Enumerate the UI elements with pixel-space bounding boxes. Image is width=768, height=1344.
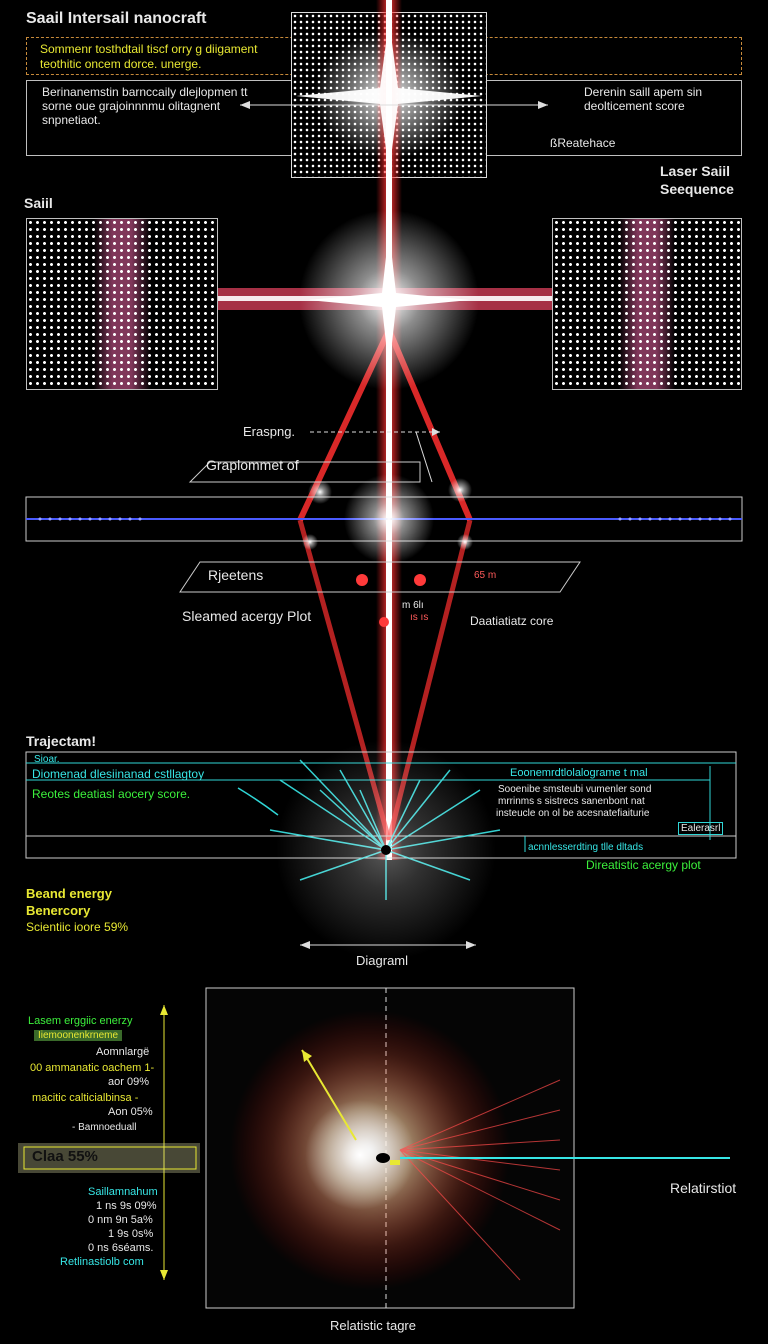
side-head: Lasem erggiic enerzy <box>28 1015 133 1027</box>
side-l2: 00 ammanatic oachem 1- <box>30 1062 155 1074</box>
energy-line-3: Scientiic ioore 59% <box>26 920 129 934</box>
side-hl-bar: Iiemoonenkrneme <box>34 1030 123 1041</box>
right-code-1: 65 m <box>474 570 497 581</box>
left-desc-3: snpnetiaot. <box>42 113 101 127</box>
right-desc-2: deolticement score <box>584 99 685 113</box>
sail-right-label-2: Seequence <box>660 181 734 197</box>
slean-plot-label: Sleamed acergy Plot <box>182 608 312 624</box>
trajectory-right-4: acnnlesserdting tlle dltads <box>528 842 644 853</box>
diagram-label: Diagraml <box>356 953 409 968</box>
side-l1: Aomnlargë <box>96 1046 150 1058</box>
side-c6: Retlinastiolb com <box>60 1256 144 1268</box>
sail-right-label-1: Laser Saiil <box>660 163 731 179</box>
side-c2: 1 ns 9s 09% <box>96 1200 157 1212</box>
side-c4: 1 9s 0s% <box>108 1228 154 1240</box>
right-sail-panel <box>552 218 742 390</box>
side-l6: - Bamnoeduall <box>72 1122 137 1133</box>
side-l3: aor 09% <box>108 1076 149 1088</box>
trajectory-right-badge: Ealerasrl <box>678 822 724 835</box>
trajectory-right-1: Sooenibe smsteubi vumenler sond <box>498 784 652 795</box>
right-desc-1: Derenin saill apem sin <box>584 85 703 99</box>
trajectory-right-3: insteucle on ol be acesnatefiaiturie <box>496 808 650 819</box>
right-code-2: m 6lı <box>402 600 424 611</box>
note-line-2: teothitic oncem dorce. unerge. <box>40 57 202 71</box>
diagram-right-label: Relatirstiot <box>670 1180 737 1196</box>
graplommet-label: Graplommet of <box>206 457 299 473</box>
note-line-1: Sommenr tosthdtail tiscf orry g diigamen… <box>40 42 258 56</box>
page-title: Saail Intersail nanocraft <box>26 10 207 27</box>
trajectory-green-caption: Direatistic acergy plot <box>586 858 701 872</box>
trajectory-title: Trajectam! <box>26 733 97 749</box>
reatehace-label: ßReatehace <box>550 136 616 150</box>
side-l5: Aon 05% <box>108 1106 153 1118</box>
trajectory-right-head: Eoonemrdtlolalograme t mal <box>510 767 648 779</box>
left-desc-2: sorne oue grajoinnnmu olitagnent <box>42 99 221 113</box>
side-l4: macitic calticialbinsa - <box>32 1092 139 1104</box>
side-c5: 0 ns 6séams. <box>88 1242 154 1254</box>
trajectory-right-2: mrrinms s sistrecs sanenbont nat <box>498 796 645 807</box>
energy-line-1: Beand energy <box>26 886 112 901</box>
side-big-value: Claa 55% <box>32 1148 98 1165</box>
left-sail-panel <box>26 218 218 390</box>
diagram-bottom-label: Relatistic tagre <box>330 1318 416 1333</box>
erasing-label: Eraspng. <box>243 424 296 439</box>
trajectory-row-3: Reotes deatiasl aocery score. <box>32 787 191 801</box>
dastiiat-core-label: Daatiatiatz core <box>470 614 554 628</box>
side-c3: 0 nm 9n 5a% <box>88 1214 153 1226</box>
right-code-3: ıs ıs <box>410 612 429 623</box>
rjeetens-label: Rjeetens <box>208 567 264 583</box>
energy-line-2: Benercory <box>26 903 91 918</box>
trajectory-row-2: Diomenad dlesiinanad cstllagtoy <box>32 767 205 781</box>
side-c1: Saillamnahum <box>88 1186 158 1198</box>
sail-left-label: Saiil <box>24 195 53 211</box>
left-desc-1: Berinanemstin barnccaily dlejlopmen tt <box>42 85 248 99</box>
trajectory-row-1: Sioar. <box>34 754 60 765</box>
